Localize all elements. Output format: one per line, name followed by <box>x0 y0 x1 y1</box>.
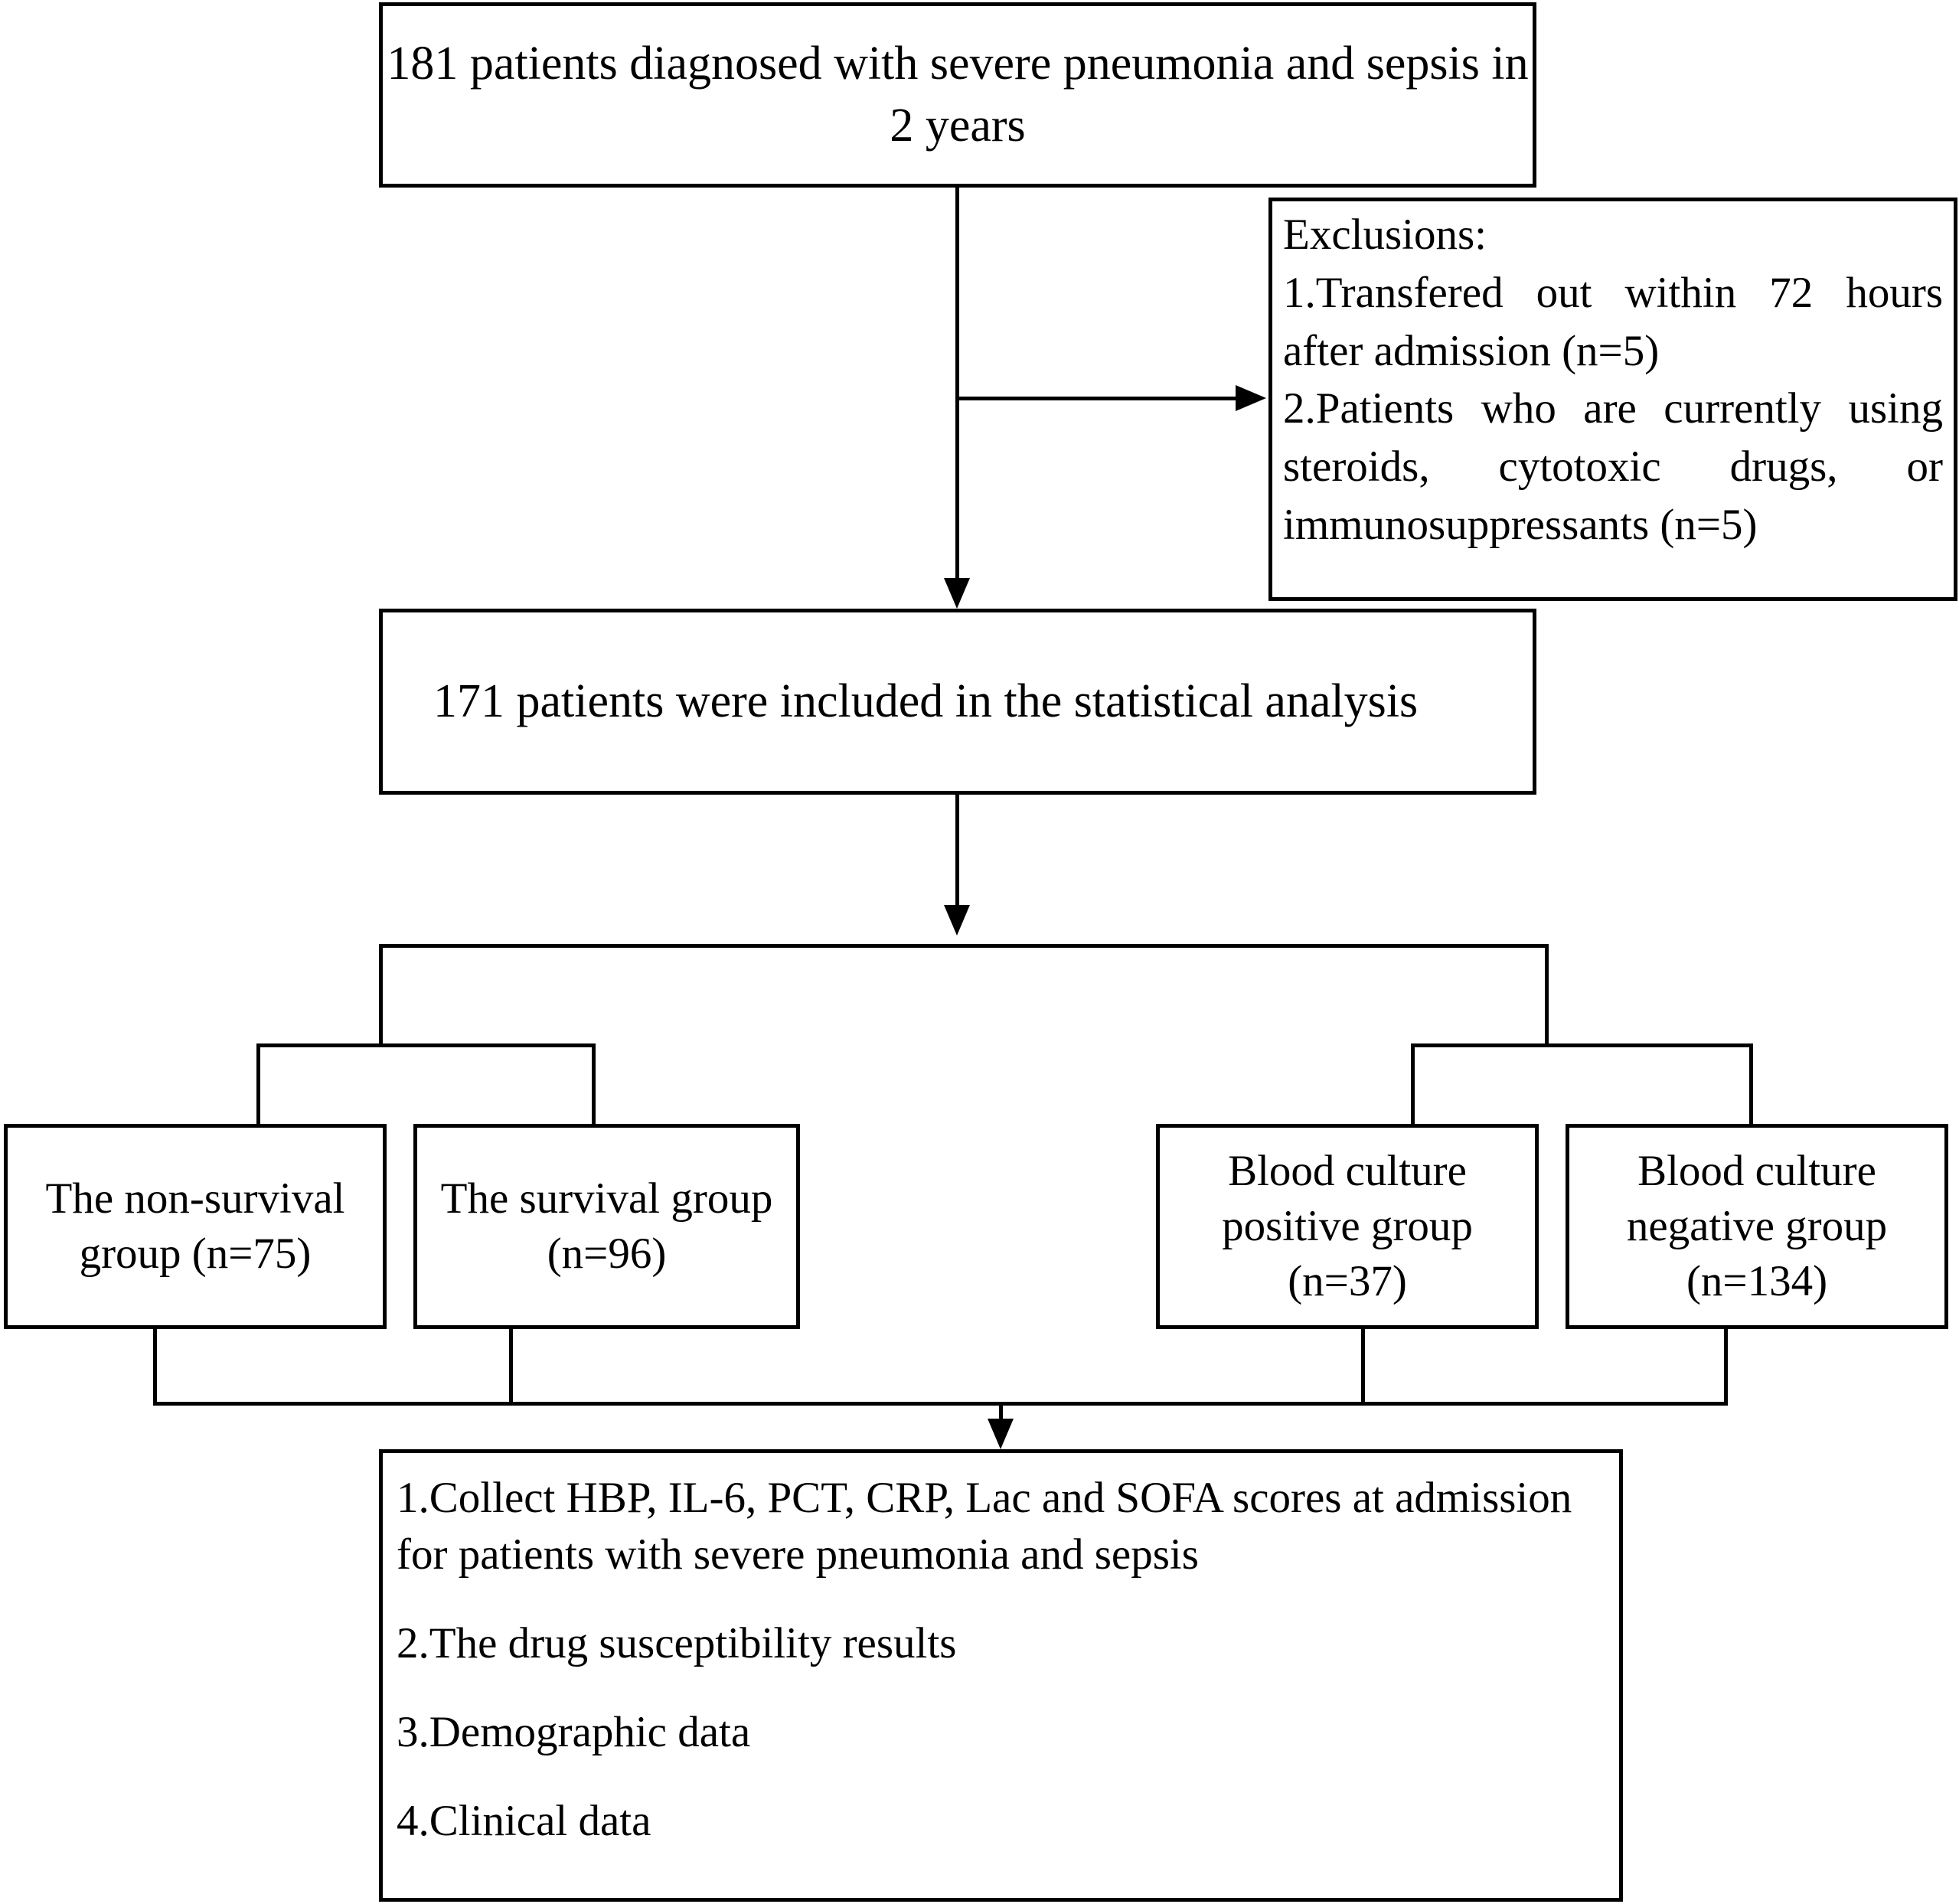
split-drop-nonsurvival <box>256 1043 260 1128</box>
arrowhead-to-outcomes <box>988 1419 1014 1449</box>
exclusions-heading: Exclusions: <box>1283 211 1487 259</box>
node-blood-culture-negative-group: Blood culture negative group (n=134) <box>1566 1124 1948 1329</box>
blood-culture-positive-text: Blood culture positive group (n=37) <box>1222 1147 1484 1305</box>
exclusions-item-1: 1.Transfered out within 72 hours after a… <box>1283 268 1954 375</box>
outcomes-item-3: 3.Demographic data <box>397 1708 751 1757</box>
survival-group-text: The survival group (n=96) <box>440 1174 784 1278</box>
merge-drop-nonsurvival <box>153 1329 157 1406</box>
blood-culture-negative-text: Blood culture negative group (n=134) <box>1626 1147 1899 1305</box>
node-included-text: 171 patients were included in the statis… <box>433 675 1419 728</box>
node-enrolled-cohort: 181 patients diagnosed with severe pneum… <box>379 2 1536 188</box>
arrowhead-to-split <box>944 905 970 936</box>
merge-bar <box>153 1402 1728 1406</box>
split-drop-right <box>1545 944 1549 1047</box>
outcomes-item-4: 4.Clinical data <box>397 1797 651 1846</box>
merge-drop-survival <box>509 1329 513 1406</box>
arrowhead-to-included <box>944 578 970 609</box>
node-blood-culture-positive-group: Blood culture positive group (n=37) <box>1156 1124 1539 1329</box>
connector-included-to-split <box>955 794 959 909</box>
connector-to-exclusions <box>955 397 1239 400</box>
split-bar-primary <box>379 944 1549 948</box>
node-collected-data: 1.Collect HBP, IL-6, PCT, CRP, Lac and S… <box>379 1449 1623 1902</box>
arrowhead-to-exclusions <box>1236 385 1266 411</box>
split-drop-left <box>379 944 383 1047</box>
split-drop-survival <box>592 1043 596 1128</box>
non-survival-group-text: The non-survival group (n=75) <box>45 1174 356 1278</box>
node-exclusions: Exclusions: 1.Transfered out within 72 h… <box>1268 198 1957 601</box>
split-bar-blood-culture <box>1411 1043 1753 1047</box>
exclusions-item-2: 2.Patients who are currently using stero… <box>1283 384 1954 549</box>
split-bar-survival <box>256 1043 596 1047</box>
split-drop-bc-negative <box>1749 1043 1753 1128</box>
merge-drop-bc-negative <box>1724 1329 1728 1406</box>
outcomes-item-1: 1.Collect HBP, IL-6, PCT, CRP, Lac and S… <box>397 1474 1583 1579</box>
node-included-cohort: 171 patients were included in the statis… <box>379 609 1536 795</box>
merge-drop-bc-positive <box>1361 1329 1365 1406</box>
node-survival-group: The survival group (n=96) <box>413 1124 800 1329</box>
node-non-survival-group: The non-survival group (n=75) <box>4 1124 387 1329</box>
connector-enrolled-to-included <box>955 188 959 582</box>
connector-merge-to-outcomes <box>999 1402 1003 1425</box>
outcomes-item-2: 2.The drug susceptibility results <box>397 1619 957 1668</box>
split-drop-bc-positive <box>1411 1043 1415 1128</box>
node-enrolled-text: 181 patients diagnosed with severe pneum… <box>387 38 1541 152</box>
